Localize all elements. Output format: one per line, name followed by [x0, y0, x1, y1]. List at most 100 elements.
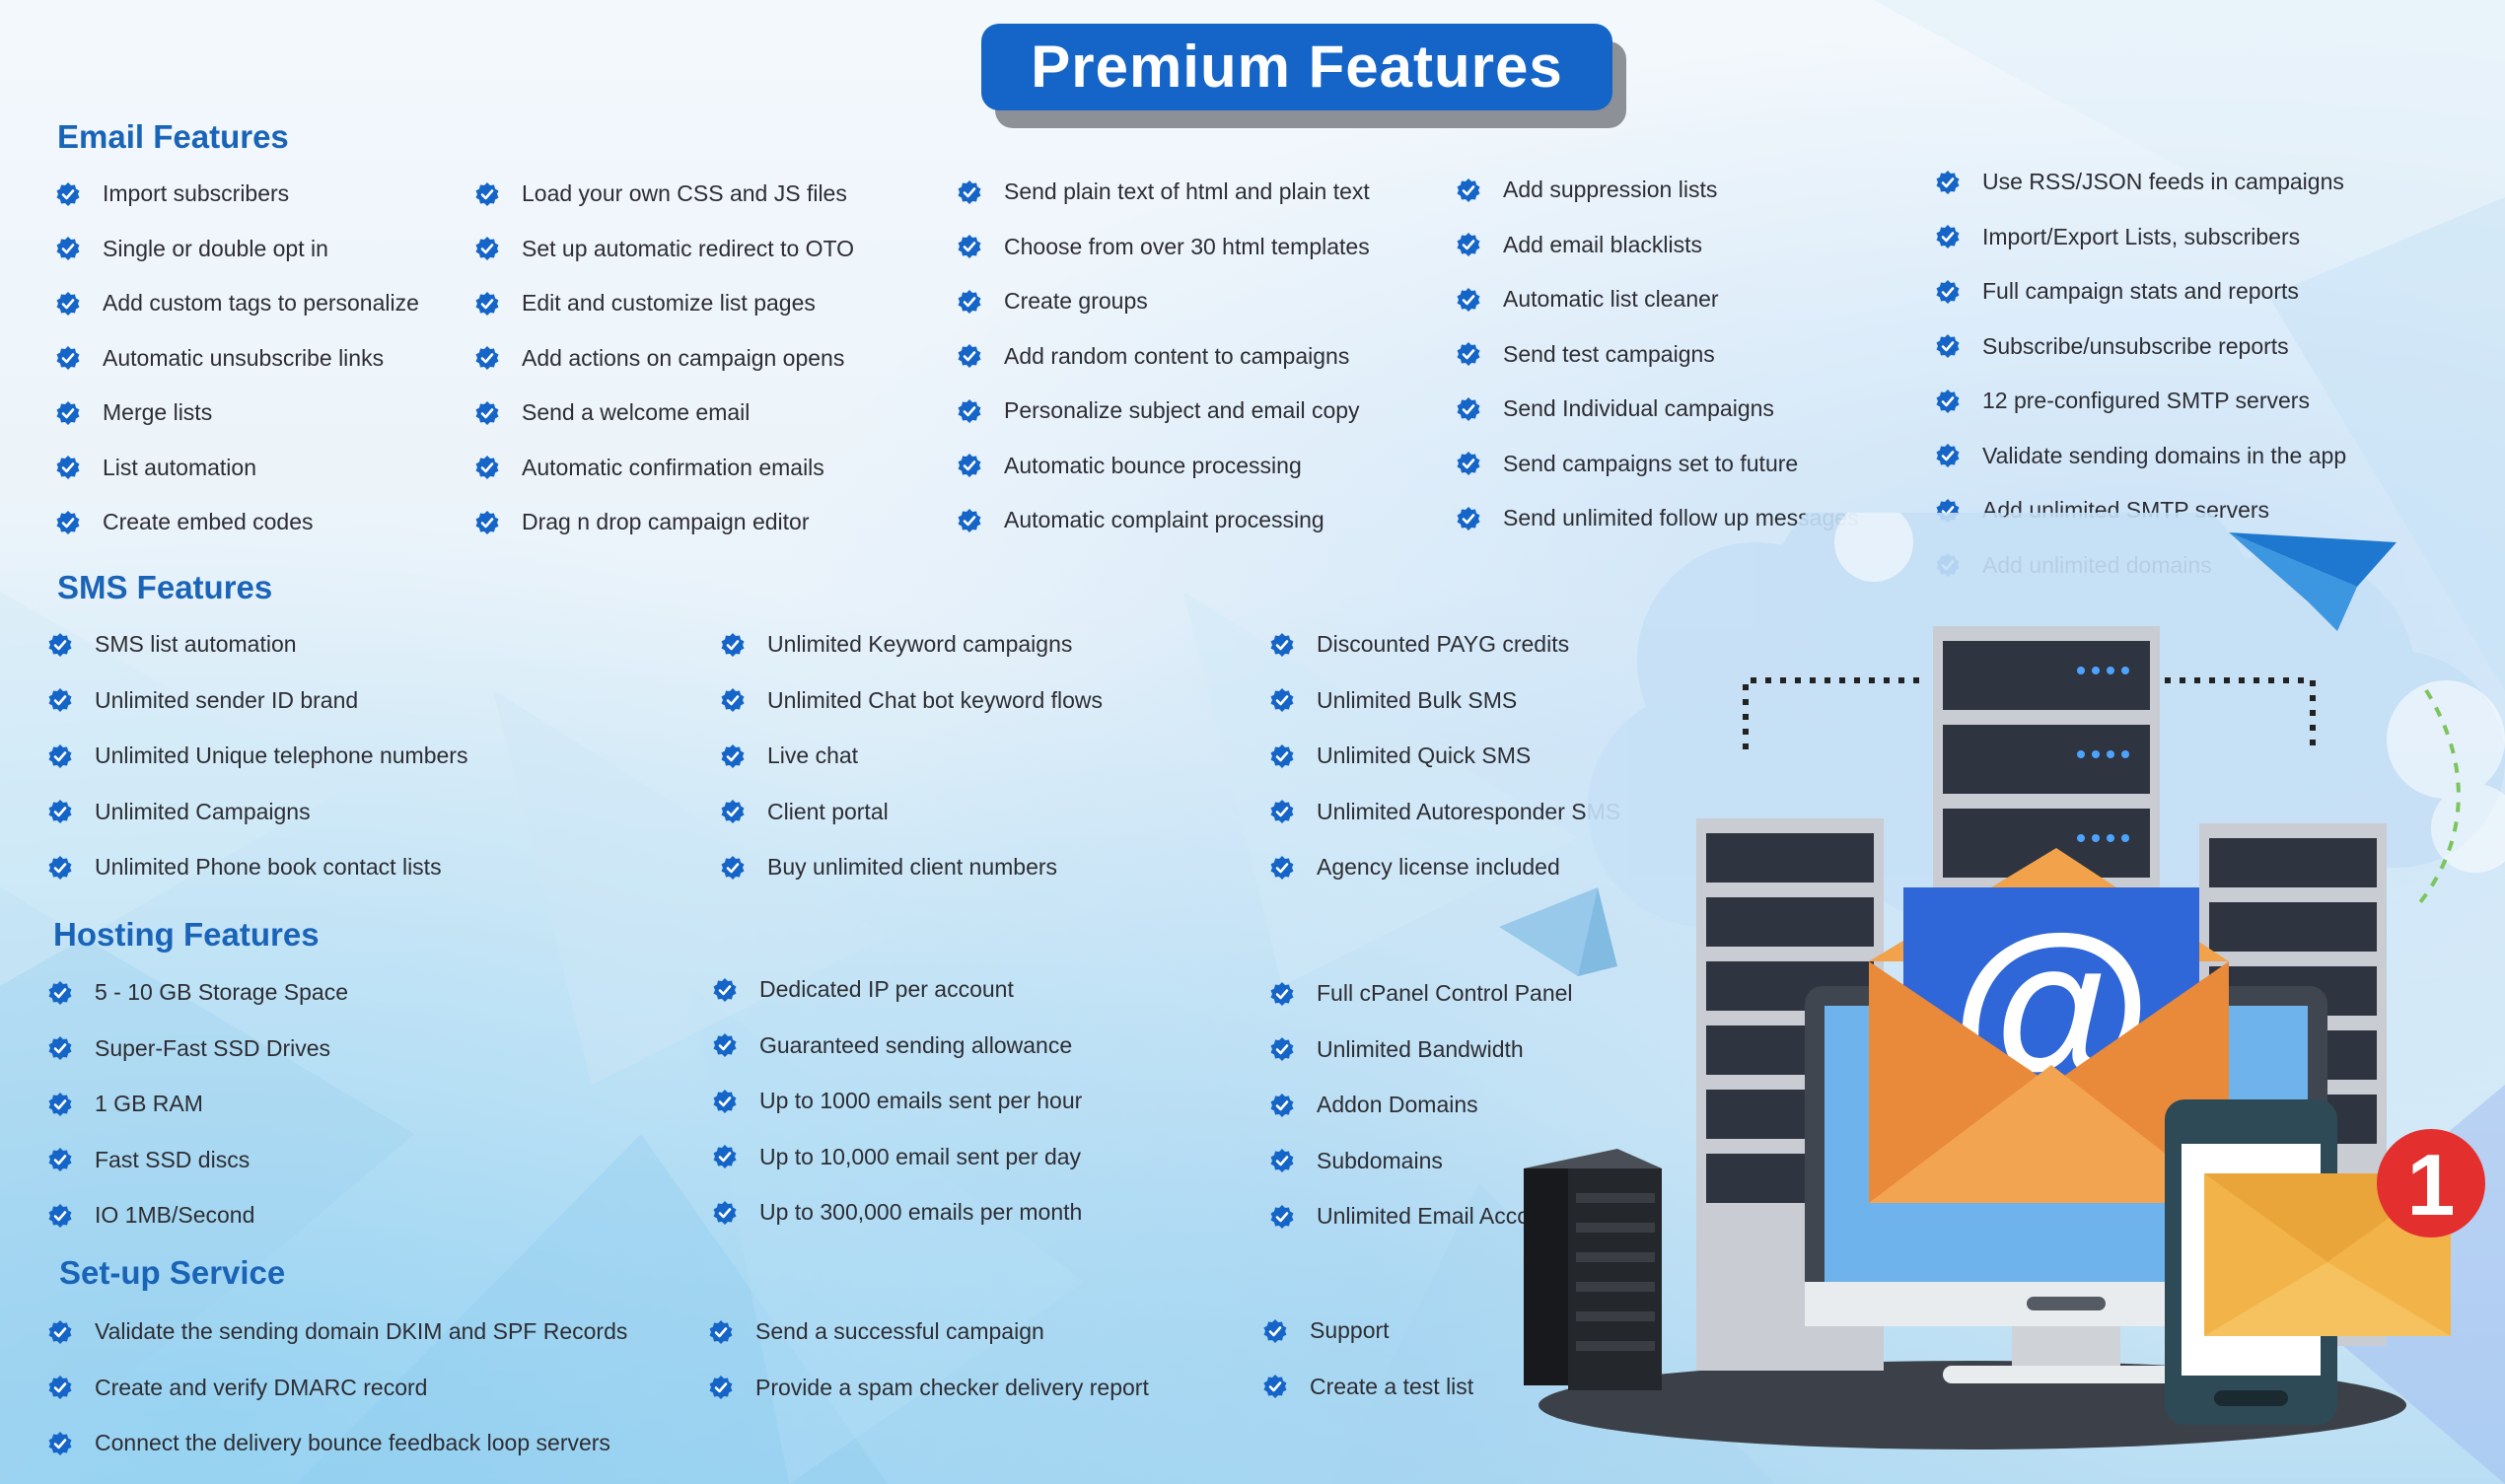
feature-item: Unlimited Chat bot keyword flows	[720, 687, 1103, 714]
server-tower-icon	[1524, 1149, 1662, 1390]
verified-check-icon	[713, 977, 737, 1002]
feature-item: Create a test list	[1262, 1374, 1473, 1400]
feature-label: Use RSS/JSON feeds in campaigns	[1982, 169, 2344, 194]
feature-label: SMS list automation	[95, 631, 297, 657]
feature-label: Send campaigns set to future	[1503, 450, 1799, 476]
feature-item: Send plain text of html and plain text	[957, 178, 1370, 205]
feature-label: Buy unlimited client numbers	[767, 854, 1058, 880]
verified-check-icon	[1270, 800, 1294, 823]
feature-label: Unlimited Bulk SMS	[1317, 686, 1518, 713]
feature-item: Add actions on campaign opens	[474, 345, 844, 372]
feature-item: Full campaign stats and reports	[1935, 278, 2299, 305]
verified-check-icon	[1936, 225, 1960, 248]
feature-label: Add suppression lists	[1503, 177, 1718, 202]
feature-item: Add random content to campaigns	[957, 343, 1349, 370]
feature-label: Set up automatic redirect to OTO	[522, 235, 855, 261]
feature-item: 12 pre-configured SMTP servers	[1935, 388, 2310, 414]
section-title-setup: Set-up Service	[59, 1254, 286, 1291]
verified-check-icon	[475, 346, 499, 370]
verified-check-icon	[958, 344, 981, 368]
verified-check-icon	[958, 235, 981, 258]
feature-item: Personalize subject and email copy	[957, 397, 1360, 424]
feature-label: Validate the sending domain DKIM and SPF…	[95, 1318, 628, 1344]
feature-item: Load your own CSS and JS files	[474, 180, 847, 207]
feature-item: SMS list automation	[47, 631, 297, 658]
feature-label: Add custom tags to personalize	[103, 290, 419, 316]
feature-label: Unlimited Unique telephone numbers	[95, 742, 468, 768]
feature-label: Up to 10,000 email sent per day	[759, 1143, 1082, 1169]
section-title-email: Email Features	[57, 118, 289, 155]
title-banner: Premium Features	[981, 24, 1626, 128]
feature-item: Validate the sending domain DKIM and SPF…	[47, 1318, 627, 1345]
feature-item: Up to 10,000 email sent per day	[712, 1144, 1081, 1170]
feature-item: Send Individual campaigns	[1456, 395, 1774, 422]
feature-label: Unlimited Campaigns	[95, 798, 311, 824]
verified-check-icon	[475, 291, 499, 316]
feature-item: Addon Domains	[1269, 1092, 1478, 1118]
feature-item: List automation	[55, 455, 256, 481]
feature-item: Connect the delivery bounce feedback loo…	[47, 1430, 610, 1456]
feature-label: List automation	[103, 454, 256, 480]
verified-check-icon	[1457, 233, 1480, 256]
feature-item: Use RSS/JSON feeds in campaigns	[1935, 169, 2344, 195]
feature-item: Add suppression lists	[1456, 177, 1717, 203]
feature-label: Client portal	[767, 798, 889, 824]
verified-check-icon	[48, 1148, 72, 1171]
feature-label: Choose from over 30 html templates	[1004, 233, 1370, 259]
feature-item: Discounted PAYG credits	[1269, 631, 1569, 658]
feature-item: Unlimited sender ID brand	[47, 687, 358, 714]
feature-label: Create a test list	[1310, 1373, 1474, 1399]
verified-check-icon	[1936, 389, 1960, 413]
verified-check-icon	[475, 237, 499, 260]
verified-check-icon	[56, 291, 80, 316]
feature-item: Unlimited Quick SMS	[1269, 742, 1531, 769]
feature-item: Send a successful campaign	[708, 1318, 1044, 1345]
verified-check-icon	[475, 400, 499, 425]
feature-label: Import/Export Lists, subscribers	[1982, 223, 2301, 249]
paper-plane-icon	[2229, 532, 2397, 587]
verified-check-icon	[1936, 279, 1960, 304]
feature-item: Add email blacklists	[1456, 232, 1702, 258]
feature-item: Unlimited Keyword campaigns	[720, 631, 1072, 658]
feature-item: Unlimited Autoresponder SMS	[1269, 799, 1620, 825]
feature-item: Up to 1000 emails sent per hour	[712, 1088, 1082, 1114]
verified-check-icon	[713, 1089, 737, 1113]
verified-check-icon	[1263, 1318, 1287, 1343]
feature-label: Fast SSD discs	[95, 1146, 250, 1172]
feature-label: Merge lists	[103, 399, 213, 425]
feature-label: 12 pre-configured SMTP servers	[1982, 388, 2310, 413]
feature-label: Unlimited Keyword campaigns	[767, 631, 1073, 657]
feature-label: Unlimited Phone book contact lists	[95, 854, 442, 880]
verified-check-icon	[1270, 632, 1294, 657]
feature-item: Edit and customize list pages	[474, 290, 816, 317]
feature-item: Import/Export Lists, subscribers	[1935, 224, 2300, 250]
feature-item: Send test campaigns	[1456, 341, 1715, 368]
verified-check-icon	[709, 1319, 733, 1344]
verified-check-icon	[1457, 506, 1480, 530]
feature-item: Subdomains	[1269, 1148, 1443, 1174]
verified-check-icon	[48, 800, 72, 823]
feature-label: Unlimited Bandwidth	[1317, 1035, 1524, 1062]
feature-label: Connect the delivery bounce feedback loo…	[95, 1430, 610, 1455]
feature-label: Add email blacklists	[1503, 231, 1702, 257]
feature-label: Automatic confirmation emails	[522, 454, 824, 480]
feature-label: Automatic complaint processing	[1004, 507, 1324, 532]
email-envelope-icon: @	[1869, 848, 2229, 1203]
verified-check-icon	[1457, 342, 1480, 366]
feature-label: Subscribe/unsubscribe reports	[1982, 332, 2289, 359]
verified-check-icon	[48, 743, 72, 768]
verified-check-icon	[48, 1092, 72, 1116]
feature-item: Automatic bounce processing	[957, 453, 1302, 479]
verified-check-icon	[958, 289, 981, 314]
verified-check-icon	[56, 237, 80, 260]
feature-label: Dedicated IP per account	[759, 976, 1014, 1002]
feature-label: 5 - 10 GB Storage Space	[95, 979, 348, 1005]
feature-item: Unlimited Unique telephone numbers	[47, 742, 467, 769]
verified-check-icon	[1270, 688, 1294, 712]
feature-label: Up to 1000 emails sent per hour	[759, 1088, 1083, 1113]
feature-item: Up to 300,000 emails per month	[712, 1199, 1082, 1226]
feature-item: Client portal	[720, 799, 889, 825]
verified-check-icon	[1270, 1149, 1294, 1172]
feature-label: Edit and customize list pages	[522, 290, 816, 316]
verified-check-icon	[56, 181, 80, 206]
